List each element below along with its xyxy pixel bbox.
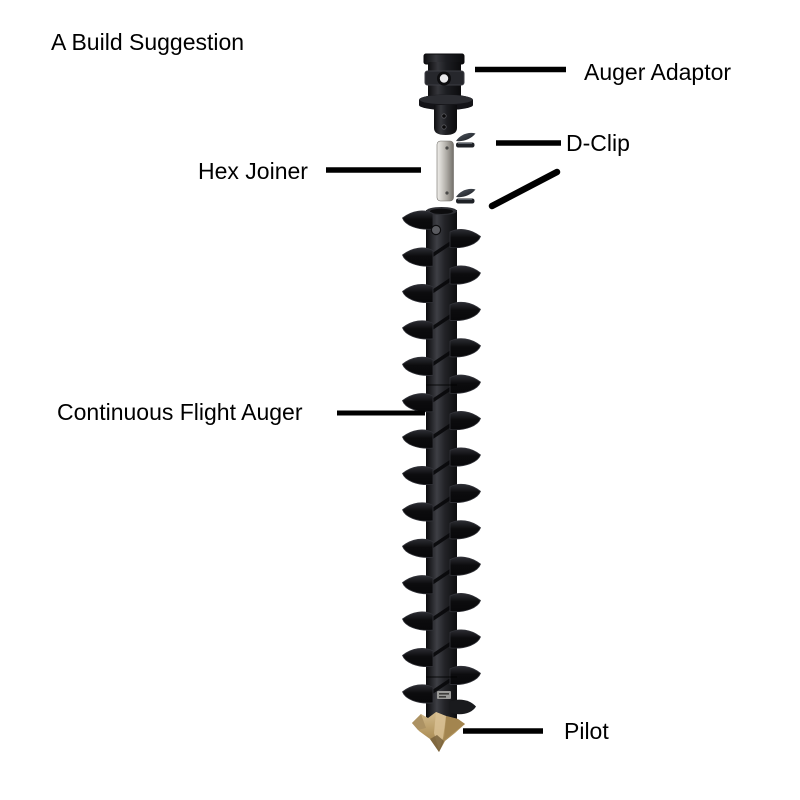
leader-d-clip-diagonal: [488, 168, 561, 210]
hex-joiner-hole-top: [445, 146, 449, 150]
label-continuous-flight-auger: Continuous Flight Auger: [57, 399, 303, 425]
continuous-flight-auger-part: [400, 207, 483, 719]
label-d-clip: D-Clip: [566, 130, 630, 156]
pilot-facet-left: [412, 714, 426, 730]
adaptor-stem: [434, 105, 457, 135]
label-auger-adaptor: Auger Adaptor: [584, 59, 732, 85]
auger-shaft-hole: [430, 224, 442, 236]
adaptor-stem-hole-1: [441, 113, 447, 119]
pilot-part: [412, 699, 476, 752]
d-clip-blade: [456, 132, 476, 142]
d-clip-top-part: [456, 132, 476, 148]
pilot-facet-right: [444, 716, 465, 740]
adaptor-pin-hole: [439, 74, 449, 83]
label-pilot: Pilot: [564, 718, 609, 744]
adaptor-stem-hole-2: [441, 124, 447, 130]
hex-joiner-hole-bottom: [445, 191, 449, 195]
auger-shaft-top-bore: [430, 208, 453, 214]
diagram-title: A Build Suggestion: [51, 29, 245, 55]
adaptor-flange-top: [419, 94, 473, 105]
d-clip-bottom-part: [456, 188, 476, 204]
hex-joiner-bar: [436, 140, 454, 202]
pilot-rear-flight: [449, 699, 476, 715]
pilot-facet-shadow: [430, 735, 444, 752]
flight-wing: [402, 210, 434, 230]
label-hex-joiner: Hex Joiner: [198, 158, 308, 184]
auger-adaptor-part: [419, 53, 473, 135]
hex-joiner-part: [436, 140, 454, 202]
d-clip-blade: [456, 188, 476, 198]
shaft-sticker: [437, 691, 451, 699]
